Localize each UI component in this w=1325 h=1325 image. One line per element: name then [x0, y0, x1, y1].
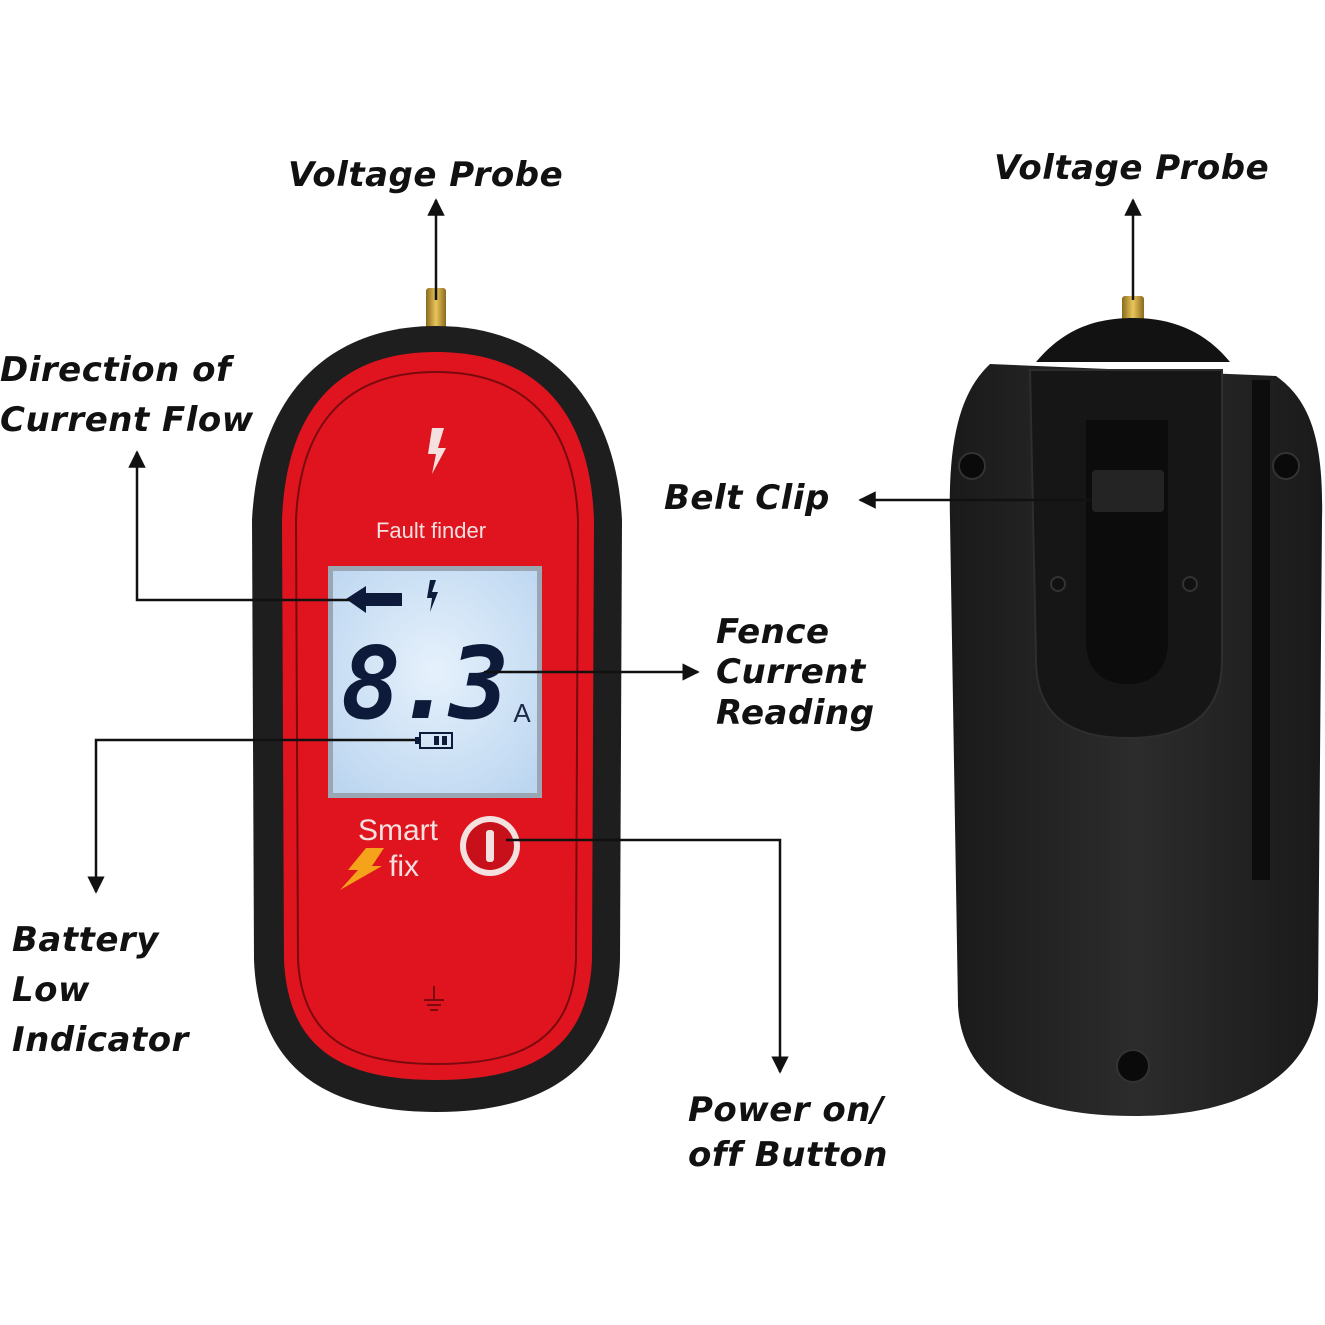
lightning-bolt-icon — [340, 848, 384, 890]
screw-hole — [1272, 452, 1300, 480]
power-button-icon[interactable] — [460, 816, 520, 876]
power-button-arrow-line — [506, 838, 789, 1074]
direction-label-line2: Current Flow — [0, 400, 254, 440]
power-label-line2: off Button — [688, 1135, 888, 1175]
face-inner-border — [294, 370, 580, 1066]
lightning-bolt-icon — [427, 580, 438, 612]
lcd-screen — [333, 571, 537, 793]
arrow-left-icon — [346, 586, 402, 613]
brand-fix: fix — [389, 850, 419, 883]
fence-label-line1: Fence — [716, 612, 830, 652]
battery-icon — [415, 732, 453, 749]
direction-label-line1: Direction of — [0, 350, 232, 390]
rivet — [1050, 576, 1066, 592]
device-label: Fault finder — [376, 518, 486, 543]
ground-symbol-icon — [424, 986, 444, 1011]
belt-clip-tab — [1092, 470, 1164, 512]
direction-arrow-line — [128, 450, 350, 602]
battery-label-line1: Battery — [12, 920, 159, 960]
voltage-probe-back-label: Voltage Probe — [994, 148, 1270, 188]
current-reading: 8.3 — [341, 625, 504, 742]
leader-lines — [87, 198, 1142, 1074]
back-side-rail — [1252, 380, 1270, 880]
battery-label-line2: Low — [12, 970, 90, 1010]
rivet — [1182, 576, 1198, 592]
current-unit: A — [513, 698, 531, 728]
belt-clip-label: Belt Clip — [664, 478, 830, 518]
battery-arrow-line — [87, 738, 415, 894]
fence-label-line3: Reading — [716, 693, 875, 733]
back-top-cap — [1036, 318, 1230, 362]
screw-hole — [958, 452, 986, 480]
fence-label-line2: Current — [716, 652, 866, 692]
brand-smart: Smart — [358, 814, 439, 847]
screw-hole — [1116, 1049, 1150, 1083]
voltage-probe-front-label: Voltage Probe — [288, 155, 564, 195]
lightning-bolt-icon — [428, 428, 446, 474]
battery-label-line3: Indicator — [12, 1020, 189, 1060]
front-device: Fault finder 8.3 A Smart fix — [252, 288, 622, 1112]
back-device — [949, 296, 1323, 1116]
belt-clip-slot — [1086, 420, 1168, 684]
voltage-probe-pin — [426, 288, 446, 330]
power-label-line1: Power on/ — [688, 1090, 884, 1130]
